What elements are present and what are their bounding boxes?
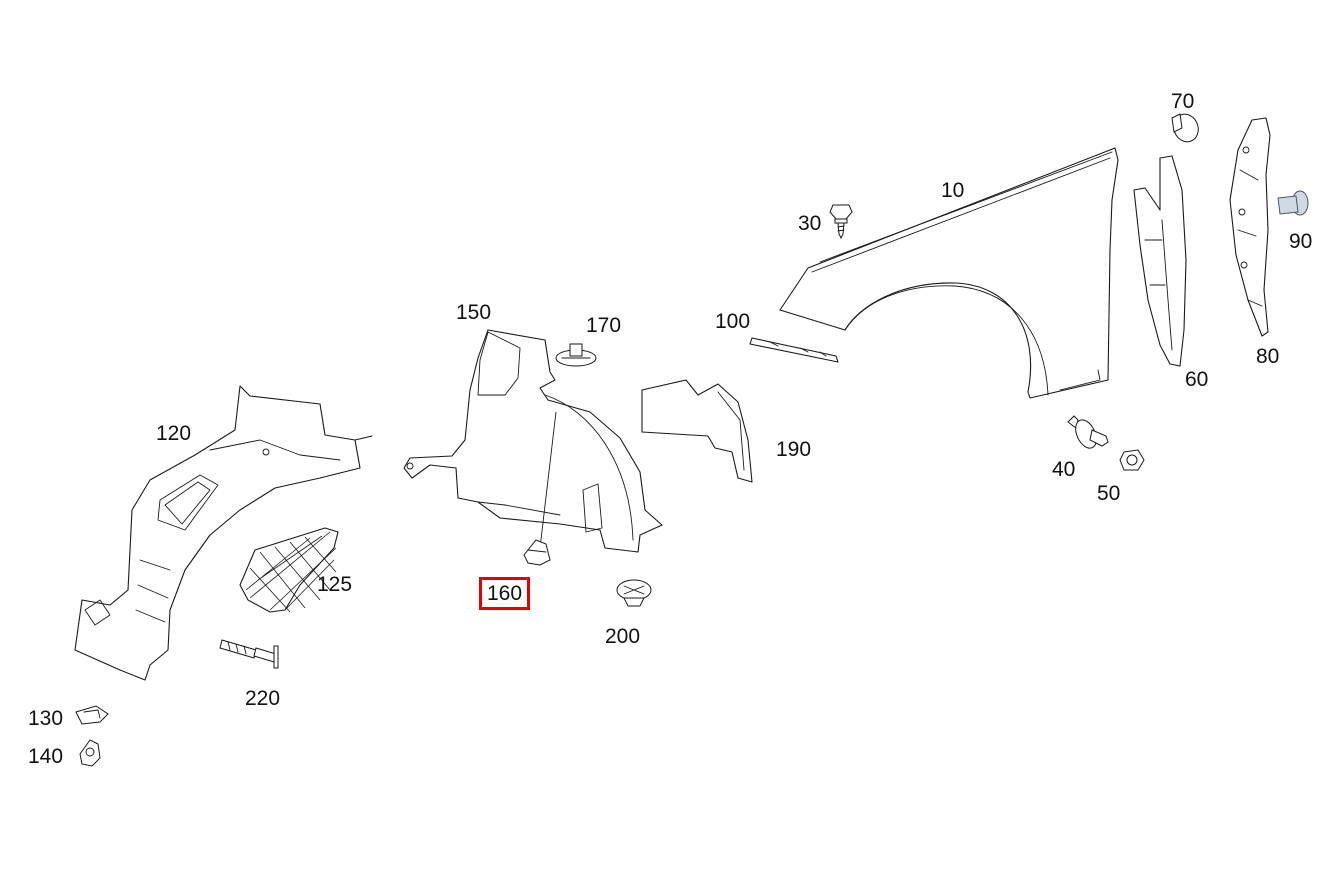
bolt-part-40[interactable] [1067,415,1109,451]
callout-140[interactable]: 140 [28,745,64,768]
callout-40[interactable]: 40 [1052,458,1076,481]
clip-part-140[interactable] [79,739,101,767]
callout-70[interactable]: 70 [1171,90,1195,113]
shield-part-190[interactable] [641,379,753,483]
pin-part-220[interactable] [219,639,279,669]
callout-200[interactable]: 200 [605,625,641,648]
callout-170[interactable]: 170 [586,314,622,337]
callout-10[interactable]: 10 [941,179,965,202]
callout-150[interactable]: 150 [456,301,492,324]
strip-part-100[interactable] [749,337,839,363]
bracket-part-80[interactable] [1229,117,1271,337]
callout-30[interactable]: 30 [798,212,822,235]
rivet-part-200[interactable] [616,579,652,607]
grille-part-125[interactable] [239,527,339,613]
callout-190[interactable]: 190 [776,438,812,461]
callout-50[interactable]: 50 [1097,482,1121,505]
screw-part-30[interactable] [829,204,853,240]
callout-80[interactable]: 80 [1256,345,1280,368]
fender-part-10[interactable] [779,147,1119,399]
liner-part-120[interactable] [74,385,373,681]
bolt-part-90[interactable] [1277,190,1309,216]
panel-part-60[interactable] [1133,155,1187,367]
callout-160-highlighted[interactable]: 160 [478,577,531,610]
plug-part-70[interactable] [1170,111,1202,146]
clip-part-170[interactable] [555,343,597,367]
clip-part-130[interactable] [75,705,109,725]
callout-220[interactable]: 220 [245,687,281,710]
callout-120[interactable]: 120 [156,422,192,445]
callout-90[interactable]: 90 [1289,230,1313,253]
liner-part-150[interactable] [403,329,663,553]
callout-130[interactable]: 130 [28,707,64,730]
clip-part-160[interactable] [523,411,557,566]
nut-part-50[interactable] [1119,449,1145,471]
callout-125[interactable]: 125 [317,573,353,596]
callout-100[interactable]: 100 [715,310,751,333]
callout-60[interactable]: 60 [1185,368,1209,391]
